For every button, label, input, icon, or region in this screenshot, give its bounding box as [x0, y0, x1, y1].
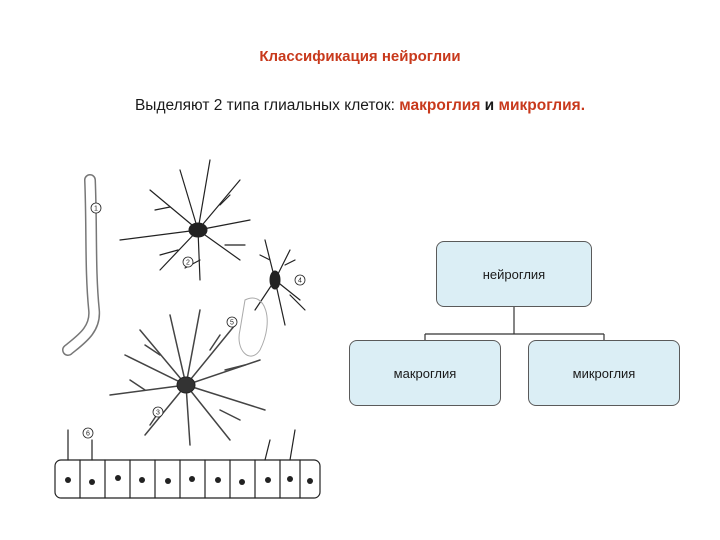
diagram-node-microglia: микроглия — [528, 340, 680, 406]
diagram-node-neuroglia: нейроглия — [436, 241, 592, 307]
slide-title: Классификация нейроглии — [259, 48, 461, 65]
illustration-label-6: 6 — [86, 431, 90, 438]
subtitle-term-macroglia: макроглия — [399, 97, 481, 114]
subtitle-conjunction: и — [480, 97, 499, 114]
subtitle-prefix: Выделяют 2 типа глиальных клеток: — [134, 97, 400, 114]
slide-subtitle: Выделяют 2 типа глиальных клеток: макрог… — [0, 97, 720, 115]
illustration-label-5: 5 — [230, 320, 234, 327]
subtitle-term-microglia: микроглия. — [498, 97, 586, 114]
illustration-label-1: 1 — [94, 206, 98, 213]
glial-cells-illustration: 1 2 3 4 5 6 — [54, 159, 321, 499]
illustration-label-3: 3 — [156, 410, 160, 417]
illustration-label-4: 4 — [298, 278, 302, 285]
illustration-label-2: 2 — [186, 260, 190, 267]
diagram-node-macroglia: макроглия — [349, 340, 501, 406]
